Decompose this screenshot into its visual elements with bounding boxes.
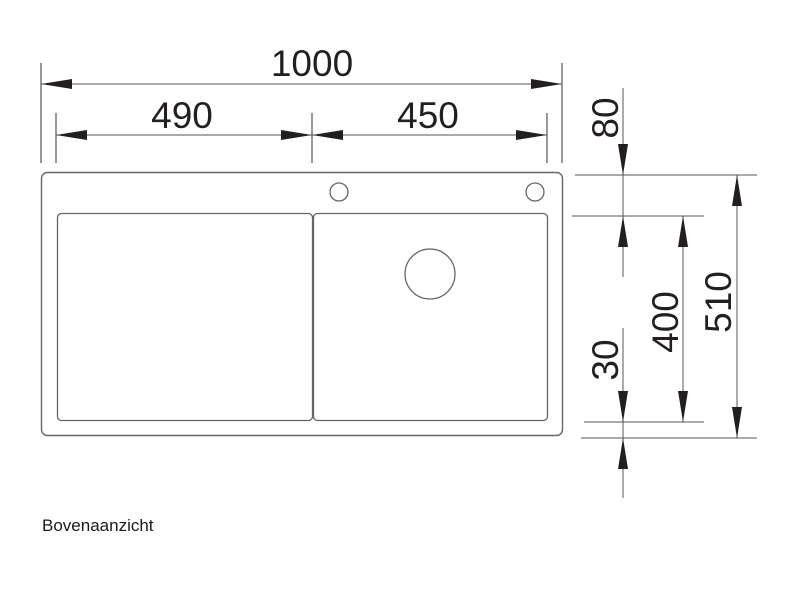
top-deck-depth-label: 80 [585, 97, 626, 138]
overall-width-label: 1000 [271, 43, 353, 84]
front-rim-depth-dimension [618, 328, 628, 498]
top-deck-depth-dimension [618, 88, 628, 277]
overall-width-dimension [40, 63, 563, 163]
bowl-depth-label: 400 [645, 291, 686, 353]
left-section-width-label: 490 [151, 95, 213, 136]
tap-hole-left-icon [329, 182, 349, 202]
overall-depth-label: 510 [698, 271, 739, 333]
front-rim-depth-label: 30 [585, 339, 626, 380]
section-width-dimensions [55, 113, 548, 163]
drain-icon [404, 248, 456, 300]
vertical-extension-lines [572, 174, 757, 439]
left-drainer-area [56, 212, 314, 422]
bowl-depth-dimension [678, 216, 688, 422]
section-width-arrowheads [56, 130, 547, 140]
tap-hole-right-icon [525, 182, 545, 202]
overall-width-arrow [41, 79, 562, 89]
overall-depth-dimension [732, 175, 742, 438]
view-caption: Bovenaanzicht [42, 516, 154, 535]
right-bowl-width-label: 450 [397, 95, 459, 136]
right-main-bowl [312, 212, 549, 422]
sink-outer-rim [40, 171, 564, 437]
